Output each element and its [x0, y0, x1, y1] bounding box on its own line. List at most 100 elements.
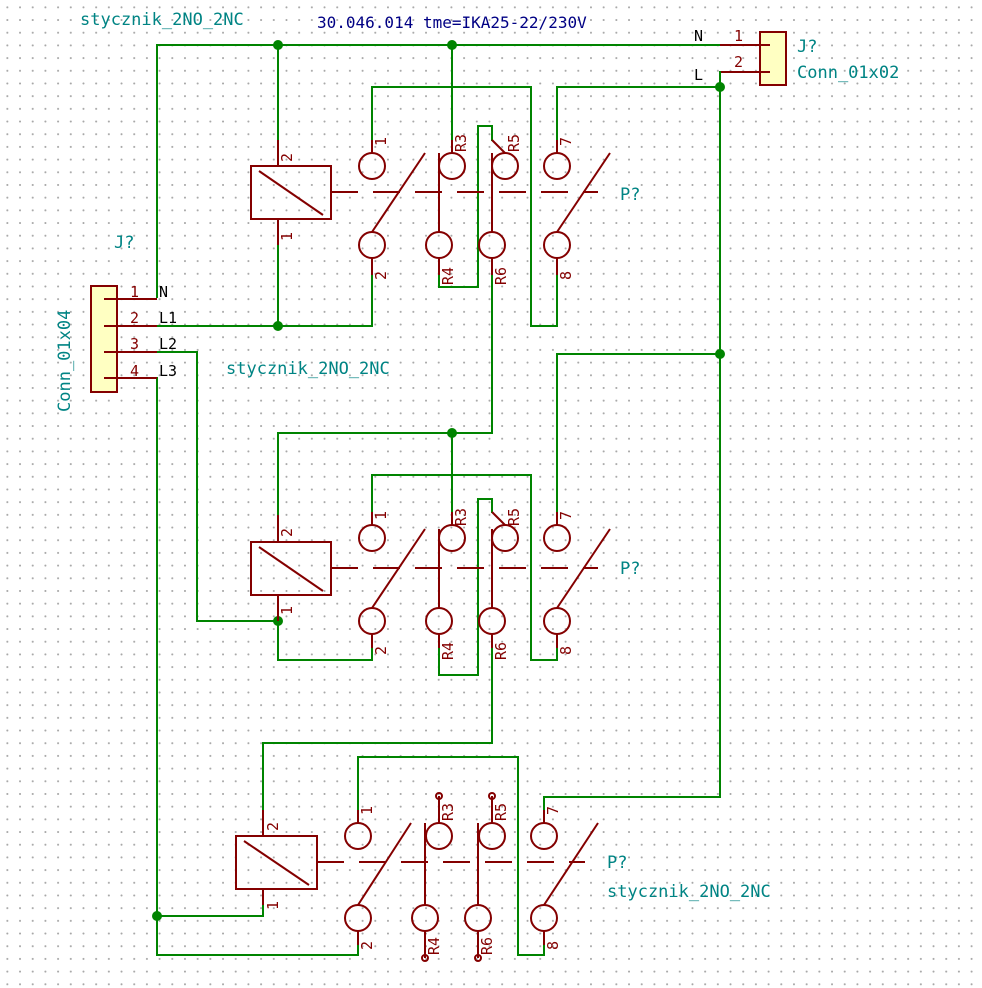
contact-pin-label: R3 [439, 803, 457, 821]
relay-3[interactable]: 2 1 1 2 R3 R4 R5 R6 7 8 P? styc [235, 796, 771, 958]
junction [715, 349, 725, 359]
contact-terminal [543, 152, 571, 180]
wire-r2-pin1 [371, 474, 558, 661]
contact-terminal [344, 904, 372, 932]
contact-terminal [530, 904, 558, 932]
contact-pin-label: R6 [492, 267, 510, 285]
connector-pin-number: 1 [734, 27, 743, 45]
wire-r2-pin7 [556, 353, 721, 513]
relay-ref: P? [620, 559, 640, 579]
connector-body [759, 31, 787, 86]
contact-pin-label: 8 [557, 271, 575, 280]
schematic-note: 30.046.014 tme=IKA25-22/230V [317, 13, 587, 32]
contact-pin-label: 1 [372, 511, 390, 520]
connector-ref: J? [114, 233, 134, 253]
wire-r1-pin1 [371, 86, 558, 327]
connector-pin-name: N [159, 283, 168, 301]
contact-pin-label: R5 [505, 134, 523, 152]
relay-coil-slash [258, 546, 324, 592]
coil-pin-label: 2 [278, 153, 296, 162]
connector-pin-name: L3 [159, 362, 177, 380]
contact-terminal [344, 822, 372, 850]
contact-pin-label: R4 [439, 267, 457, 285]
coil-pin-label: 1 [278, 232, 296, 241]
contact-blade [371, 152, 426, 233]
connector-value: Conn_01x02 [797, 63, 899, 83]
contact-pin-label: R4 [425, 937, 443, 955]
contact-pin-label: R5 [492, 803, 510, 821]
relay-1[interactable]: 2 1 1 2 R3 R4 R5 R6 7 8 P [80, 10, 640, 285]
wire-r3-coil-bottom [156, 904, 264, 917]
contact-blade [556, 528, 611, 609]
wires [117, 44, 721, 956]
relay-value: stycznik_2NO_2NC [607, 882, 771, 902]
connector-ref: J? [797, 37, 817, 57]
junction [273, 321, 283, 331]
contact-terminal [543, 524, 571, 552]
contact-terminal [411, 904, 439, 932]
contact-terminal [358, 607, 386, 635]
contact-terminal [425, 822, 453, 850]
contact-pin-label: R3 [452, 508, 470, 526]
coil-pin-label: 2 [264, 822, 282, 831]
contact-pin-label: R6 [492, 642, 510, 660]
wire-r2-r6 [262, 647, 493, 811]
contact-terminal [478, 231, 506, 259]
contact-terminal [464, 904, 492, 932]
contact-terminal [358, 231, 386, 259]
relay-2[interactable]: 2 1 1 2 R3 R4 R5 R6 7 8 P? styc [226, 359, 640, 660]
contact-pin-label: R5 [505, 508, 523, 526]
contact-pin-label: 8 [557, 646, 575, 655]
wire-l3 [117, 377, 359, 956]
coil-pin-label: 1 [264, 901, 282, 910]
connector-pin-number: 2 [734, 53, 743, 71]
wire-l-bus [543, 71, 721, 811]
contact-terminal [358, 524, 386, 552]
contact-pin-label: 2 [372, 271, 390, 280]
contact-pin-label: 2 [358, 941, 376, 950]
wire-l2 [117, 351, 279, 622]
junction [447, 40, 457, 50]
net-label-l: L [694, 66, 703, 84]
contact-terminal [425, 607, 453, 635]
unconnected-markers [421, 792, 496, 962]
contact-terminal [543, 231, 571, 259]
contact-blade [357, 822, 412, 906]
contact-terminal [438, 524, 466, 552]
contact-pin-label: R6 [478, 937, 496, 955]
contact-blade [543, 822, 599, 906]
contact-pin [491, 511, 506, 526]
relay-ref: P? [607, 853, 627, 873]
contact-terminal [358, 152, 386, 180]
contact-pin-label: 1 [372, 137, 390, 146]
connector-power[interactable]: 1 2 N L J? Conn_01x02 [694, 27, 899, 88]
contact-terminal [478, 822, 506, 850]
contact-terminal [491, 152, 519, 180]
relay-value: stycznik_2NO_2NC [226, 359, 390, 379]
connector-pin-number: 3 [130, 335, 139, 353]
wire-r2-r4-r5 [438, 498, 493, 676]
wire-r1-pin7 [556, 86, 721, 141]
contact-pin-label: 7 [557, 137, 575, 146]
connector-pin-name: L2 [159, 335, 177, 353]
contact-pin-label: 7 [557, 511, 575, 520]
coil-pin-label: 2 [278, 528, 296, 537]
wire-r1-r4-r5 [438, 125, 493, 288]
contact-pin [491, 139, 506, 154]
relay-coil-slash [258, 170, 324, 216]
coil-pin-label: 1 [278, 606, 296, 615]
junction [152, 911, 162, 921]
contact-terminal [543, 607, 571, 635]
wire-l1 [117, 274, 373, 327]
wire-r1-r6 [277, 274, 493, 516]
contact-terminal [530, 822, 558, 850]
connector-pin-number: 4 [130, 362, 139, 380]
relay-ref: P? [620, 185, 640, 205]
contact-pin-label: 7 [544, 806, 562, 815]
connector-lines[interactable]: 1 2 3 4 N L1 L2 L3 J? Conn_01x04 [55, 233, 177, 412]
junction [447, 428, 457, 438]
contact-pin-label: 8 [544, 941, 562, 950]
relay-value: stycznik_2NO_2NC [80, 10, 244, 30]
wire-r2-coil-bottom [277, 620, 373, 661]
